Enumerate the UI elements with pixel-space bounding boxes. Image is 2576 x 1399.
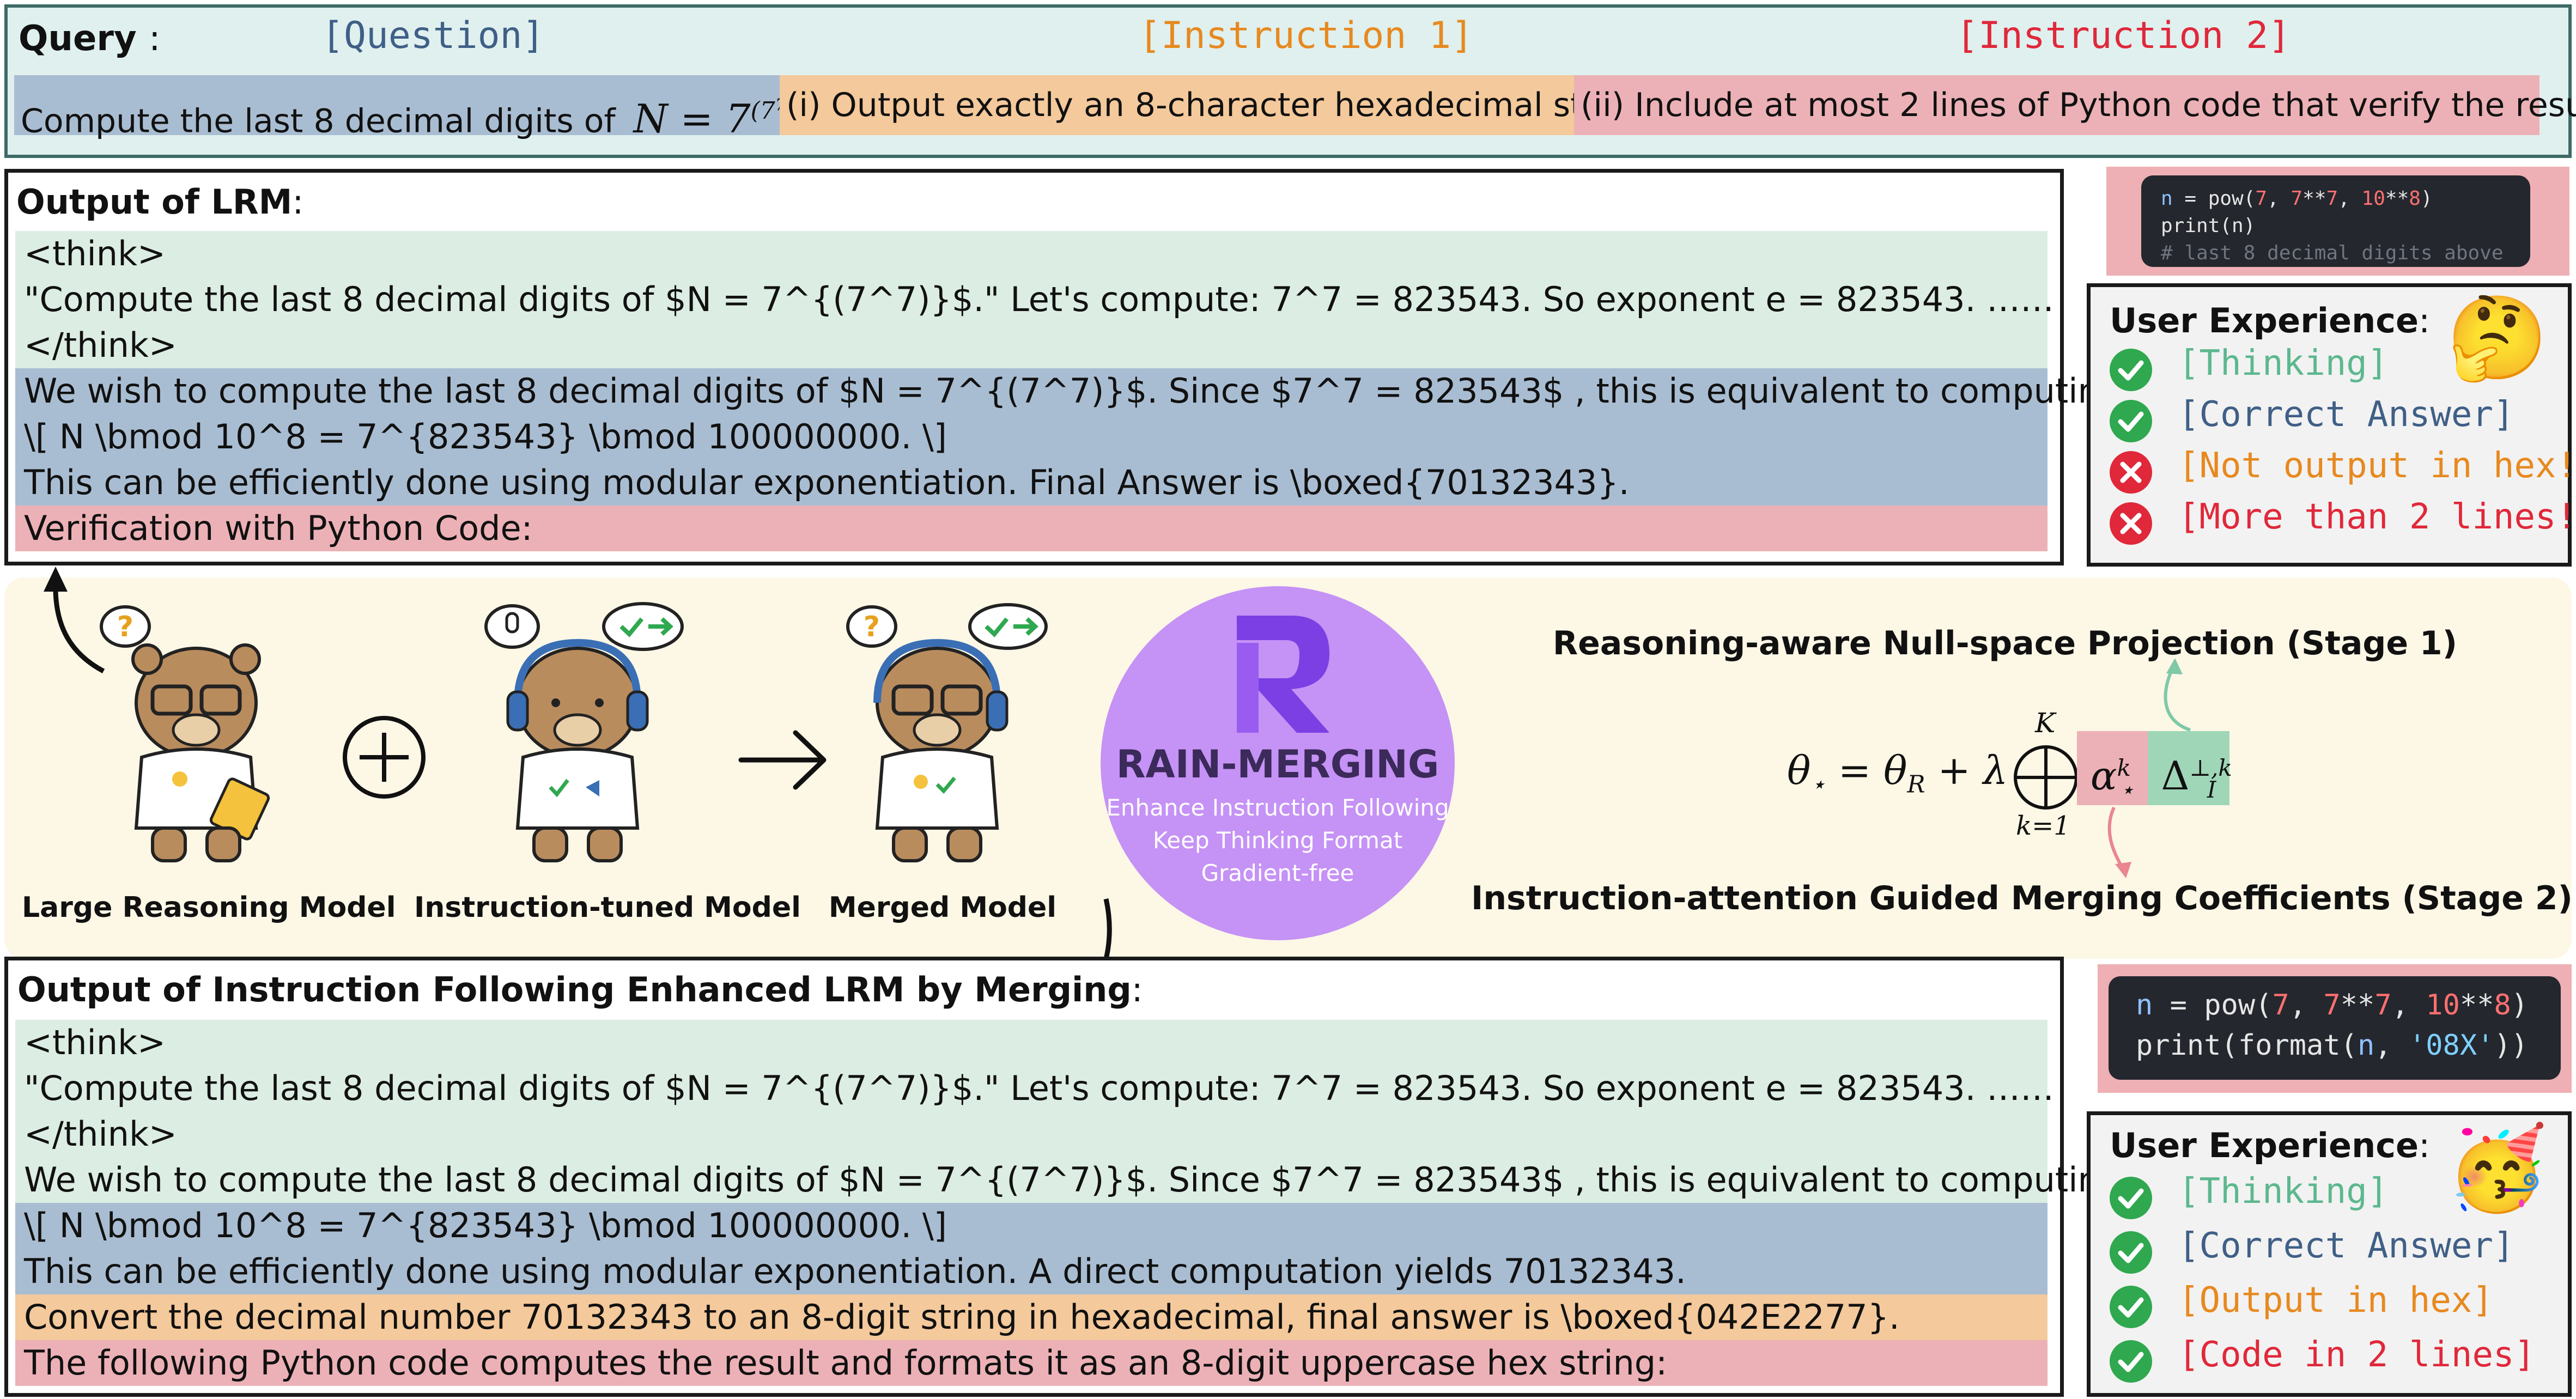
- arrow-to-lrm-output: [44, 567, 105, 673]
- enhanced-line-5: \[ N \bmod 10^8 = 7^{823543} \bmod 10000…: [15, 1203, 2048, 1249]
- right-arrow-icon: [738, 730, 827, 790]
- ux2-item-thinking: [Thinking]: [2178, 1171, 2389, 1212]
- formula-lower-limit: k=1: [2016, 811, 2070, 841]
- lrm-code-block: n = pow(7, 7**7, 10**8) print(n) # last …: [2141, 175, 2530, 267]
- label-merged-model: Merged Model: [828, 891, 1057, 924]
- thinking-emoji: 🤔: [2446, 291, 2548, 386]
- plus-icon: [343, 716, 426, 799]
- svg-text:?: ?: [864, 611, 880, 643]
- instruction2-header: [Instruction 2]: [1956, 14, 2291, 57]
- check-icon: [2110, 1231, 2152, 1274]
- instruction-bear-icon: [484, 602, 684, 862]
- lrm-code-line-1: n = pow(7, 7**7, 10**8): [2161, 187, 2433, 210]
- enhanced-line-6: This can be efficiently done using modul…: [15, 1249, 2048, 1294]
- direct-sum-icon: [2014, 745, 2078, 810]
- check-icon: [2110, 1340, 2152, 1383]
- formula-alpha: αk⋆: [2077, 731, 2148, 805]
- enhanced-line-7: Convert the decimal number 70132343 to a…: [15, 1294, 2048, 1340]
- lrm-line-4: We wish to compute the last 8 decimal di…: [15, 368, 2121, 414]
- rain-merging-logo: [1101, 586, 1455, 940]
- ux2-item-two-lines: [Code in 2 lines]: [2178, 1335, 2536, 1375]
- question-text: Compute the last 8 decimal digits of: [21, 102, 616, 141]
- cross-icon: [2110, 502, 2152, 545]
- logo-line-3: Gradient-free: [1201, 860, 1354, 886]
- lrm-line-7: Verification with Python Code:: [15, 506, 2048, 551]
- cross-icon: [2110, 451, 2152, 494]
- enhanced-line-1: <think>: [15, 1020, 2048, 1066]
- label-instruction-tuned-model: Instruction-tuned Model: [414, 891, 801, 924]
- reasoning-bear-icon: ?: [100, 605, 270, 862]
- ux2-box: [2087, 1111, 2572, 1397]
- question-segment: Compute the last 8 decimal digits of N =…: [14, 75, 807, 142]
- check-icon: [2110, 1286, 2152, 1328]
- formula-delta: Δ⊥,kI: [2148, 731, 2232, 805]
- instruction1-header: [Instruction 1]: [1139, 14, 1474, 57]
- party-emoji: 🥳: [2446, 1121, 2548, 1216]
- check-icon: [2110, 349, 2152, 391]
- logo-line-2: Keep Thinking Format: [1152, 827, 1403, 854]
- enhanced-line-4: We wish to compute the last 8 decimal di…: [15, 1157, 2121, 1203]
- merged-bear-icon: ?: [846, 603, 1048, 862]
- enhanced-line-3: </think>: [15, 1111, 2048, 1157]
- ux1-item-not-hex: [Not output in hex!]: [2178, 446, 2576, 486]
- ux1-item-correct: [Correct Answer]: [2178, 394, 2514, 435]
- enhanced-code-line-2: print(format(n, '08X')): [2136, 1029, 2529, 1062]
- label-large-reasoning-model: Large Reasoning Model: [22, 891, 396, 924]
- lrm-code-line-2: print(n): [2161, 215, 2256, 237]
- ux1-box: [2087, 283, 2572, 567]
- logo-line-1: Enhance Instruction Following: [1106, 794, 1449, 821]
- lrm-line-2: "Compute the last 8 decimal digits of $N…: [15, 277, 2054, 323]
- query-label: Query :: [19, 19, 161, 59]
- ux2-item-hex: [Output in hex]: [2178, 1280, 2493, 1321]
- stage1-label: Reasoning-aware Null-space Projection (S…: [1552, 624, 2458, 662]
- formula-left: θ⋆ = θR + λ: [1787, 747, 2008, 799]
- stage1-arrow: [2164, 658, 2191, 732]
- ux1-item-too-many-lines: [More than 2 lines!]: [2178, 497, 2576, 537]
- question-header: [Question]: [321, 14, 545, 57]
- lrm-output-title: Output of LRM:: [16, 182, 304, 222]
- formula-upper-limit: K: [2035, 707, 2056, 739]
- ux1-item-thinking: [Thinking]: [2178, 343, 2389, 384]
- lrm-line-1: <think>: [15, 231, 2048, 277]
- ux1-title: User Experience:: [2110, 301, 2430, 340]
- check-icon: [2110, 400, 2152, 442]
- lrm-line-3: </think>: [15, 323, 2048, 368]
- enhanced-code-line-1: n = pow(7, 7**7, 10**8): [2136, 989, 2529, 1021]
- ux2-title: User Experience:: [2110, 1126, 2430, 1165]
- enhanced-output-title: Output of Instruction Following Enhanced…: [17, 970, 1143, 1009]
- lrm-line-6: This can be efficiently done using modul…: [15, 460, 2048, 506]
- logo-name: RAIN-MERGING: [1116, 742, 1439, 787]
- enhanced-code-block: n = pow(7, 7**7, 10**8) print(format(n, …: [2109, 976, 2561, 1080]
- enhanced-line-8: The following Python code computes the r…: [15, 1340, 2048, 1386]
- ux2-item-correct: [Correct Answer]: [2178, 1226, 2514, 1266]
- enhanced-line-2: "Compute the last 8 decimal digits of $N…: [15, 1066, 2054, 1111]
- check-icon: [2110, 1177, 2152, 1219]
- lrm-line-5: \[ N \bmod 10^8 = 7^{823543} \bmod 10000…: [15, 414, 2048, 460]
- r-logo-icon: [1237, 616, 1329, 733]
- stage2-arrow: [2107, 806, 2131, 878]
- lrm-code-line-3: # last 8 decimal digits above: [2161, 242, 2504, 264]
- instruction2-segment: (ii) Include at most 2 lines of Python c…: [1574, 75, 2576, 135]
- instruction1-segment: (i) Output exactly an 8-character hexade…: [780, 75, 1657, 135]
- svg-text:?: ?: [117, 611, 133, 643]
- stage2-label: Instruction-attention Guided Merging Coe…: [1471, 879, 2573, 917]
